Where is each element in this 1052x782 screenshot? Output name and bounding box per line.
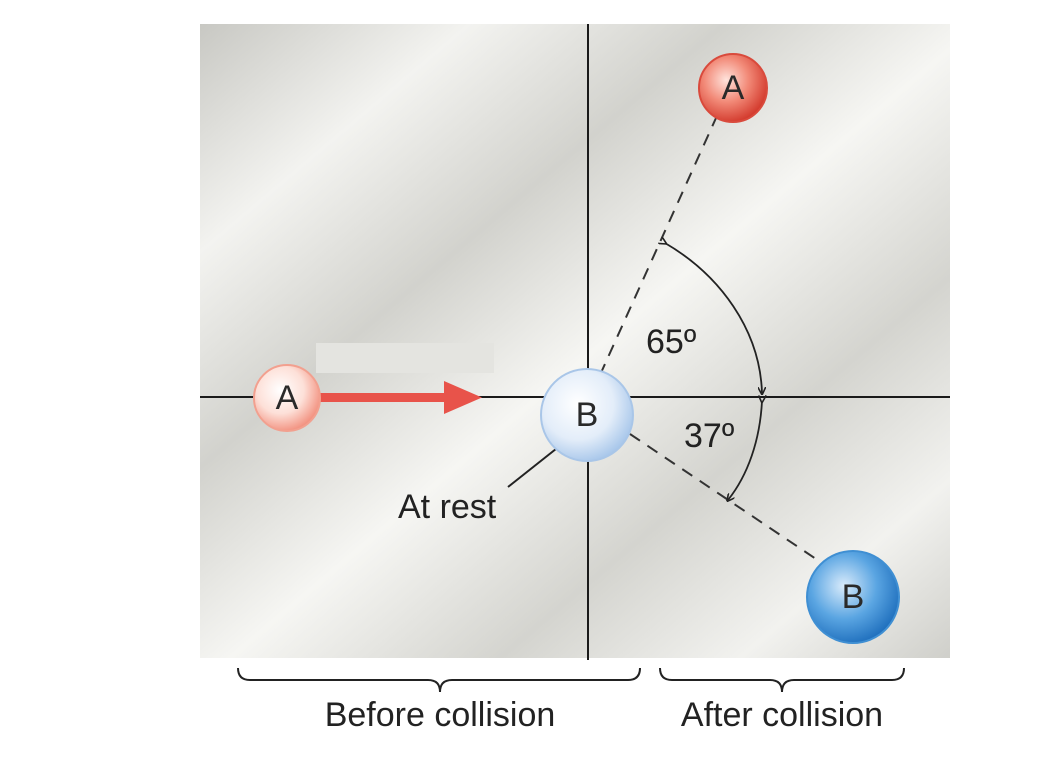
ball-a-before: A	[253, 364, 321, 432]
ball-b-after: B	[806, 550, 900, 644]
caption-after-collision: After collision	[681, 696, 883, 734]
angle-label-65: 65º	[646, 323, 696, 361]
background-panel	[200, 24, 950, 658]
ball-b-before: B	[540, 368, 634, 462]
brace-before	[237, 667, 641, 693]
ball-b-before-label: B	[576, 396, 599, 434]
at-rest-label: At rest	[398, 488, 497, 526]
caption-before-collision: Before collision	[325, 696, 556, 734]
ball-b-after-label: B	[842, 578, 865, 616]
angle-label-37: 37º	[684, 417, 734, 455]
ball-a-after: A	[698, 53, 768, 123]
ball-a-after-label: A	[722, 69, 745, 107]
label-mask	[316, 343, 494, 373]
brace-after	[659, 667, 905, 693]
trajectory-a-after	[599, 117, 717, 376]
angle-arc-65	[665, 243, 762, 393]
ball-a-before-label: A	[276, 379, 299, 417]
angle-arc-37	[728, 401, 762, 500]
velocity-arrow-a	[318, 381, 482, 414]
